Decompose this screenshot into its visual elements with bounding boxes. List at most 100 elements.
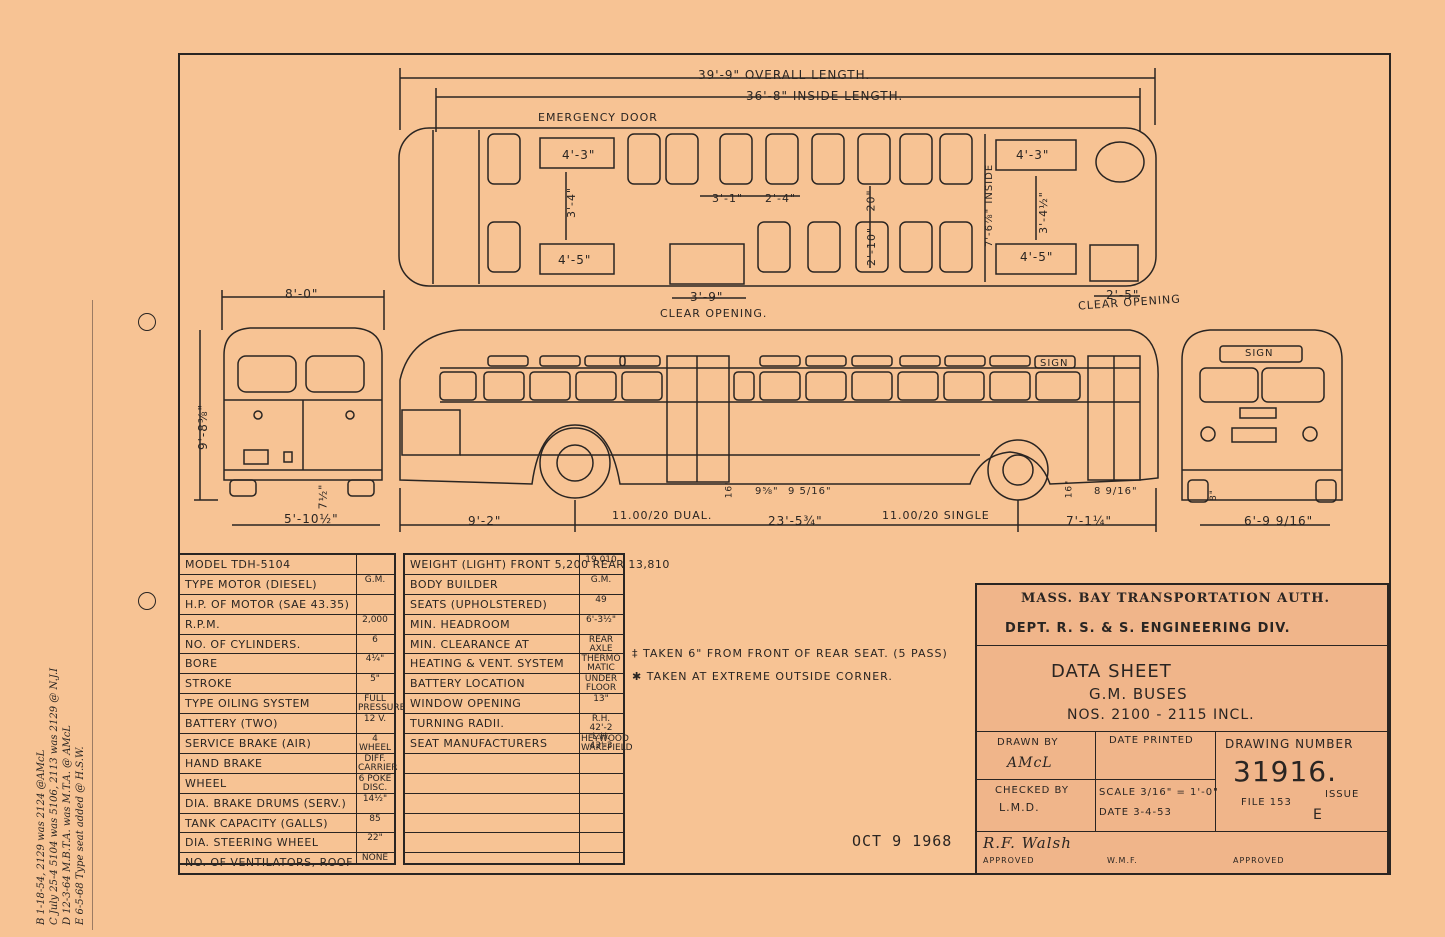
dim-step-e: 8 9/16": [1094, 486, 1138, 497]
spec-row: TURNING RADII.R.H. 42'-2 L.H. 43'-3: [405, 714, 623, 751]
issue-value: E: [1313, 807, 1323, 823]
punch-hole-top: [138, 313, 156, 331]
checked-by-value: L.M.D.: [999, 801, 1040, 814]
spec-value: 49: [595, 594, 607, 605]
spec-row: BATTERY (TWO)12 V.: [180, 714, 394, 735]
drawing-border: [178, 53, 1391, 875]
spec-label: WEIGHT (LIGHT) FRONT 5,200 REAR 13,810: [410, 558, 670, 571]
dim-rear-track: 5'-10½": [284, 512, 339, 526]
spec-label: BORE: [185, 657, 218, 671]
spec-label: DIA. STEERING WHEEL: [185, 836, 319, 850]
rear-door-label: CLEAR OPENING.: [660, 307, 768, 320]
dim-step-a: 16": [724, 479, 735, 499]
spec-label: NO. OF VENTILATORS, ROOF: [185, 856, 353, 870]
spec-label: BODY BUILDER: [410, 577, 499, 591]
spec-label: R.P.M.: [185, 617, 221, 631]
spec-row: BODY BUILDER G.M.: [405, 575, 623, 595]
dim-wheelbase: 23'-5¾": [768, 514, 823, 528]
dim-aisle-front: 3'-4½": [1036, 191, 1050, 234]
spec-value: HEYWOOD WAKEFIELD: [581, 734, 633, 754]
spec-label: HEATING & VENT. SYSTEM: [410, 657, 565, 671]
title-block-main: DATA SHEET G.M. BUSES NOS. 2100 - 2115 I…: [977, 645, 1387, 732]
spec-value: 22": [367, 833, 383, 844]
dim-rear-door-width: 3'-9": [690, 290, 724, 304]
spec-value: REAR AXLE: [588, 634, 614, 654]
spec-value: 4¼": [365, 654, 385, 665]
spec-value: 14½": [362, 793, 388, 804]
spec-label: TURNING RADII.: [410, 717, 505, 731]
bus-numbers: NOS. 2100 - 2115 INCL.: [1067, 707, 1255, 723]
spec-value: 4 WHEEL: [358, 734, 392, 754]
spec-row: [405, 754, 623, 774]
spec-label: MIN. HEADROOM: [410, 617, 511, 631]
date-label: DATE 3-4-53: [1099, 807, 1172, 818]
spec-row: TYPE MOTOR (DIESEL)G.M.: [180, 575, 394, 595]
spec-label: NO. OF CYLINDERS.: [185, 637, 301, 651]
spec-row: [405, 774, 623, 794]
spec-label: HAND BRAKE: [185, 756, 263, 770]
dim-seat-front-top: 4'-3": [1016, 148, 1050, 162]
dim-step-c: 9 5/16": [788, 486, 832, 497]
spec-value: NONE: [361, 853, 389, 864]
signature: R.F. Walsh: [983, 834, 1072, 852]
spec-value: G.M.: [590, 574, 612, 585]
spec-value: FULL PRESSURE: [358, 694, 406, 714]
spec-row: [405, 833, 623, 854]
side-sign-label: SIGN: [1040, 358, 1069, 369]
spec-value: UNDER FLOOR: [584, 674, 618, 694]
dim-width: 8'-0": [285, 287, 319, 301]
spec-value: G.M.: [364, 574, 386, 585]
spec-label: SEATS (UPHOLSTERED): [410, 597, 548, 611]
checked-by-label: CHECKED BY: [995, 785, 1069, 796]
spec-row: R.P.M. 2,000: [180, 615, 394, 635]
spec-row: DIA. BRAKE DRUMS (SERV.)14½": [180, 794, 394, 814]
dim-seat-rear-left: 4'-3": [562, 148, 596, 162]
title-block-details: DRAWN BY AMcL DATE PRINTED DRAWING NUMBE…: [977, 731, 1387, 831]
spec-row: [405, 814, 623, 834]
dim-rear-ground: 7½": [316, 483, 330, 510]
dim-rear-overhang: 9'-2": [468, 514, 502, 528]
spec-row: [405, 853, 623, 872]
spec-label: SEAT MANUFACTURERS: [410, 737, 548, 751]
initials: W.M.F.: [1107, 856, 1138, 865]
spec-row: MIN. CLEARANCE AT REAR AXLE: [405, 635, 623, 655]
tire-front-label: 11.00/20 SINGLE: [882, 509, 990, 522]
spec-label: TYPE OILING SYSTEM: [185, 697, 310, 711]
spec-value: 6: [372, 634, 378, 645]
margin-line: [92, 300, 93, 930]
spec-label: MIN. CLEARANCE AT: [410, 637, 530, 651]
dim-step-d: 16": [1064, 479, 1075, 499]
dim-seat-rear-right: 4'-5": [558, 253, 592, 267]
spec-value: 2,000: [362, 614, 388, 625]
spec-value: 5": [370, 674, 380, 685]
dim-front-ground: 8": [1208, 489, 1219, 501]
approved-label: APPROVED: [983, 856, 1035, 865]
dim-step-b: 9⅝": [755, 486, 779, 497]
spec-row: BORE 4¼": [180, 654, 394, 675]
authority-name: MASS. BAY TRANSPORTATION AUTH.: [1021, 591, 1331, 606]
title-block-approvals: R.F. Walsh APPROVED W.M.F. APPROVED: [977, 831, 1387, 874]
title-block: MASS. BAY TRANSPORTATION AUTH. DEPT. R. …: [975, 583, 1389, 875]
spec-label: SERVICE BRAKE (AIR): [185, 737, 312, 751]
front-sign-label: SIGN: [1245, 348, 1274, 359]
emergency-door-label: EMERGENCY DOOR: [538, 111, 658, 124]
dim-seat-pitch-a: 3'-1": [712, 192, 744, 205]
dim-front-overhang: 7'-1¼": [1066, 514, 1113, 528]
spec-label: WINDOW OPENING: [410, 697, 522, 711]
dim-seat-front-bottom: 4'-5": [1020, 250, 1054, 264]
issue-label: ISSUE: [1325, 789, 1360, 800]
sheet-title: DATA SHEET: [1051, 661, 1172, 682]
dim-inside-width: 7'-6⅞" INSIDE: [984, 163, 996, 248]
sheet-subtitle: G.M. BUSES: [1089, 685, 1188, 703]
date-stamp: OCT 9 1968: [852, 832, 953, 850]
spec-label: H.P. OF MOTOR (SAE 43.35): [185, 597, 350, 611]
spec-label: WHEEL: [185, 776, 227, 790]
